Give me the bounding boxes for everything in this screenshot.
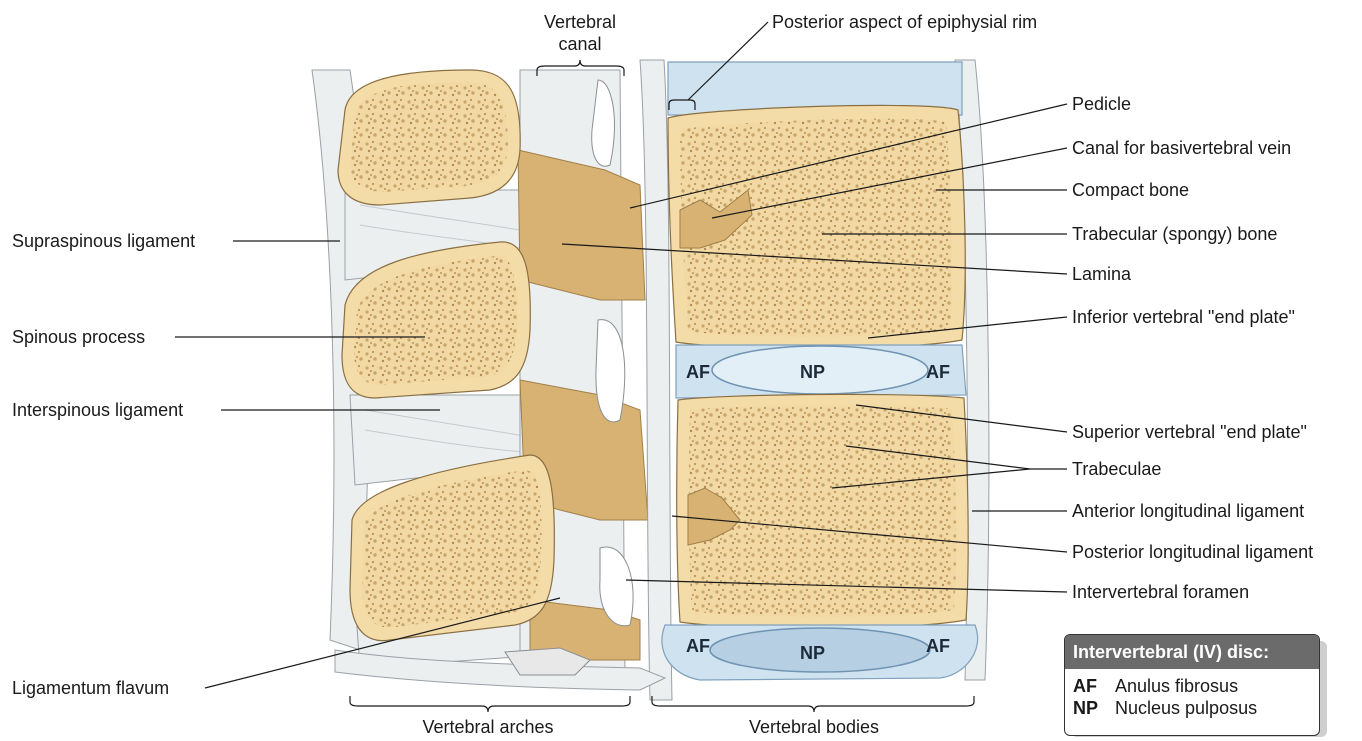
- disc-label-np-upper: NP: [800, 362, 825, 382]
- label-spinous-process: Spinous process: [12, 327, 145, 347]
- label-trabeculae: Trabeculae: [1072, 459, 1161, 479]
- label-compact-bone: Compact bone: [1072, 180, 1189, 200]
- label-ligamentum-flavum: Ligamentum flavum: [12, 678, 169, 698]
- label-posterior-aspect: Posterior aspect of epiphysial rim: [772, 12, 1037, 32]
- disc-label-np-lower: NP: [800, 643, 825, 663]
- label-interspinous: Interspinous ligament: [12, 400, 183, 420]
- disc-label-af-upper-right: AF: [926, 362, 950, 382]
- label-intervertebral-foramen: Intervertebral foramen: [1072, 582, 1249, 602]
- label-vertebral-arches: Vertebral arches: [422, 717, 553, 737]
- legend-abbr: AF: [1073, 675, 1115, 697]
- label-vertebral-bodies: Vertebral bodies: [749, 717, 879, 737]
- label-superior-end-plate: Superior vertebral "end plate": [1072, 422, 1307, 442]
- vertebral-arches-brace: [350, 696, 630, 712]
- label-anterior-long-lig: Anterior longitudinal ligament: [1072, 501, 1304, 521]
- label-inferior-end-plate: Inferior vertebral "end plate": [1072, 307, 1295, 327]
- label-pedicle: Pedicle: [1072, 94, 1131, 114]
- disc-label-af-lower-left: AF: [686, 636, 710, 656]
- label-lamina: Lamina: [1072, 264, 1132, 284]
- label-trabecular-bone: Trabecular (spongy) bone: [1072, 224, 1277, 244]
- legend-text: Anulus fibrosus: [1115, 676, 1238, 696]
- label-vertebral-canal-line2: canal: [558, 34, 601, 54]
- legend-title: Intervertebral (IV) disc:: [1065, 635, 1319, 669]
- label-posterior-long-lig: Posterior longitudinal ligament: [1072, 542, 1313, 562]
- label-canal-basivertebral: Canal for basivertebral vein: [1072, 138, 1291, 158]
- legend-text: Nucleus pulposus: [1115, 698, 1257, 718]
- legend-abbr: NP: [1073, 697, 1115, 719]
- disc-label-af-upper-left: AF: [686, 362, 710, 382]
- label-supraspinous: Supraspinous ligament: [12, 231, 195, 251]
- disc-label-af-lower-right: AF: [926, 636, 950, 656]
- label-vertebral-canal-line1: Vertebral: [544, 12, 616, 32]
- vertebral-bodies-brace: [652, 696, 974, 712]
